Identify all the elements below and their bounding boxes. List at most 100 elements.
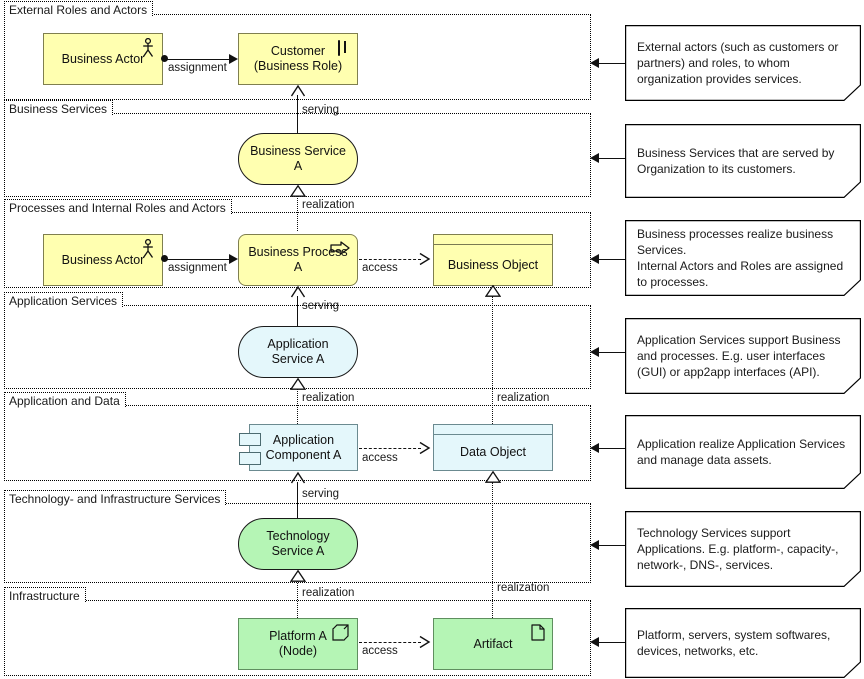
element-label-line-2: Component A xyxy=(265,447,342,462)
note-leader-arrowhead-5 xyxy=(590,443,599,453)
access-open-arrowhead xyxy=(419,252,431,266)
process-arrow-icon xyxy=(330,241,350,255)
edge-label-access-appcomp-data: access xyxy=(362,452,398,464)
edge-label-access-process-object: access xyxy=(362,262,398,274)
edge-label-assignment-top: assignment xyxy=(168,62,227,74)
element-label-line-1: Platform A xyxy=(269,629,327,643)
note-text: External actors (such as customers or pa… xyxy=(637,40,839,86)
note-leader-arrowhead-6 xyxy=(590,540,599,550)
element-label: Platform A (Node) xyxy=(263,629,333,659)
element-label: Application Service A xyxy=(261,337,334,367)
note-leader-arrowhead-4 xyxy=(590,347,599,357)
serving-line-customer xyxy=(297,95,298,136)
note-leader-line-6 xyxy=(598,544,626,546)
group-label-technology-and-infrastructure-services: Technology- and Infrastructure Services xyxy=(4,490,227,506)
note-text: Business Services that are served by Org… xyxy=(637,146,835,176)
serving-line-appsvc-to-process xyxy=(297,296,298,326)
note-text: Technology Services support Applications… xyxy=(637,526,839,572)
realization-hollow-triangle-2 xyxy=(290,378,306,390)
group-title-text: External Roles and Actors xyxy=(9,3,148,17)
note-leader-line-4 xyxy=(598,351,626,353)
element-label: Technology Service A xyxy=(260,529,335,559)
realization-line-process-to-service xyxy=(297,196,298,231)
realization-hollow-triangle-1 xyxy=(290,185,306,197)
element-platform-a-node[interactable]: Platform A (Node) xyxy=(238,618,358,670)
note-leader-line-3 xyxy=(598,258,626,260)
group-title-text: Application Services xyxy=(9,294,118,308)
note-technology-services[interactable]: Technology Services support Applications… xyxy=(625,511,861,587)
access-open-arrowhead xyxy=(419,635,431,649)
element-business-process-a[interactable]: Business Process A xyxy=(238,234,358,286)
note-leader-line-2 xyxy=(598,157,626,159)
element-label: Business Actor xyxy=(61,51,145,66)
edge-label-serving-techsvc: serving xyxy=(302,488,340,500)
element-label: Data Object xyxy=(459,445,526,459)
note-leader-arrowhead-3 xyxy=(590,254,599,264)
element-label-line-1: Customer xyxy=(270,44,326,58)
edge-label-realization-data-bizobj: realization xyxy=(497,392,550,404)
note-text: Business processes realize business Serv… xyxy=(637,226,849,290)
note-external-actors[interactable]: External actors (such as customers or pa… xyxy=(625,25,861,101)
note-leader-arrowhead-7 xyxy=(590,637,599,647)
note-infrastructure[interactable]: Platform, servers, system softwares, dev… xyxy=(625,608,861,678)
element-label: Business Object xyxy=(447,257,539,272)
element-data-object[interactable]: Data Object xyxy=(433,424,553,471)
serving-open-arrowhead xyxy=(290,84,306,97)
note-business-services[interactable]: Business Services that are served by Org… xyxy=(625,124,861,198)
edge-label-realization-artifact: realization xyxy=(497,582,550,594)
edge-label-assignment-process: assignment xyxy=(168,262,227,274)
access-line-process-object xyxy=(359,258,421,260)
element-business-actor-internal[interactable]: Business Actor xyxy=(43,234,163,286)
realization-line-data-to-bizobj xyxy=(492,296,493,424)
access-line-platform-artifact xyxy=(359,641,421,643)
role-icon xyxy=(328,40,350,56)
element-business-service-a[interactable]: Business Service A xyxy=(238,133,358,185)
element-application-component-a[interactable]: Application Component A xyxy=(239,424,358,471)
element-technology-service-a[interactable]: Technology Service A xyxy=(238,518,358,570)
note-text: Platform, servers, system softwares, dev… xyxy=(637,628,831,658)
note-application-data[interactable]: Application realize Application Services… xyxy=(625,415,861,489)
note-application-services[interactable]: Application Services support Business an… xyxy=(625,318,861,394)
assignment-arrowhead xyxy=(229,54,238,64)
element-label-line-1: Technology xyxy=(266,529,330,543)
note-text: Application realize Application Services… xyxy=(637,437,846,467)
note-leader-arrowhead-2 xyxy=(590,153,599,163)
assignment-arrowhead xyxy=(229,254,238,264)
note-text-line-2: Internal Actors and Roles are assigned t… xyxy=(637,259,844,289)
element-artifact[interactable]: Artifact xyxy=(433,618,553,670)
element-business-actor-external[interactable]: Business Actor xyxy=(43,33,163,85)
assignment-line xyxy=(166,58,231,60)
artifact-document-icon xyxy=(531,624,545,641)
node-cube-icon xyxy=(332,624,350,642)
realization-line-appcomp-to-appsvc xyxy=(297,389,298,424)
element-label: Business Actor xyxy=(61,252,145,267)
group-label-processes-and-internal-roles: Processes and Internal Roles and Actors xyxy=(4,199,232,215)
group-label-infrastructure: Infrastructure xyxy=(4,587,86,603)
edge-label-realization-platform: realization xyxy=(302,587,355,599)
assignment-source-ball xyxy=(161,255,168,262)
group-label-application-services: Application Services xyxy=(4,292,124,308)
realization-line-artifact-to-data xyxy=(492,482,493,618)
actor-icon xyxy=(141,238,155,259)
actor-icon xyxy=(141,37,155,58)
group-title-text: Technology- and Infrastructure Services xyxy=(9,492,221,506)
note-text-line-1: Business processes realize business Serv… xyxy=(637,227,834,257)
element-label-line-2: Service A xyxy=(271,352,325,366)
serving-open-arrowhead xyxy=(290,285,306,298)
serving-open-arrowhead xyxy=(290,471,306,484)
group-title-text: Infrastructure xyxy=(9,589,80,603)
element-business-object[interactable]: Business Object xyxy=(433,234,553,286)
edge-label-access-platform-artifact: access xyxy=(362,645,398,657)
element-label-line-1: Application xyxy=(267,337,329,351)
note-processes[interactable]: Business processes realize business Serv… xyxy=(625,220,861,296)
element-customer-business-role[interactable]: Customer (Business Role) xyxy=(238,33,358,85)
edge-label-realization-appcomp: realization xyxy=(302,392,355,404)
element-application-service-a[interactable]: Application Service A xyxy=(238,326,358,378)
realization-hollow-triangle-5 xyxy=(485,471,501,483)
group-label-business-services: Business Services xyxy=(4,100,114,116)
element-label-line-2: (Node) xyxy=(278,644,318,658)
component-tab-lower-icon xyxy=(239,452,261,465)
element-label: Customer (Business Role) xyxy=(248,44,348,74)
element-label-line-2: Service A xyxy=(271,544,325,558)
